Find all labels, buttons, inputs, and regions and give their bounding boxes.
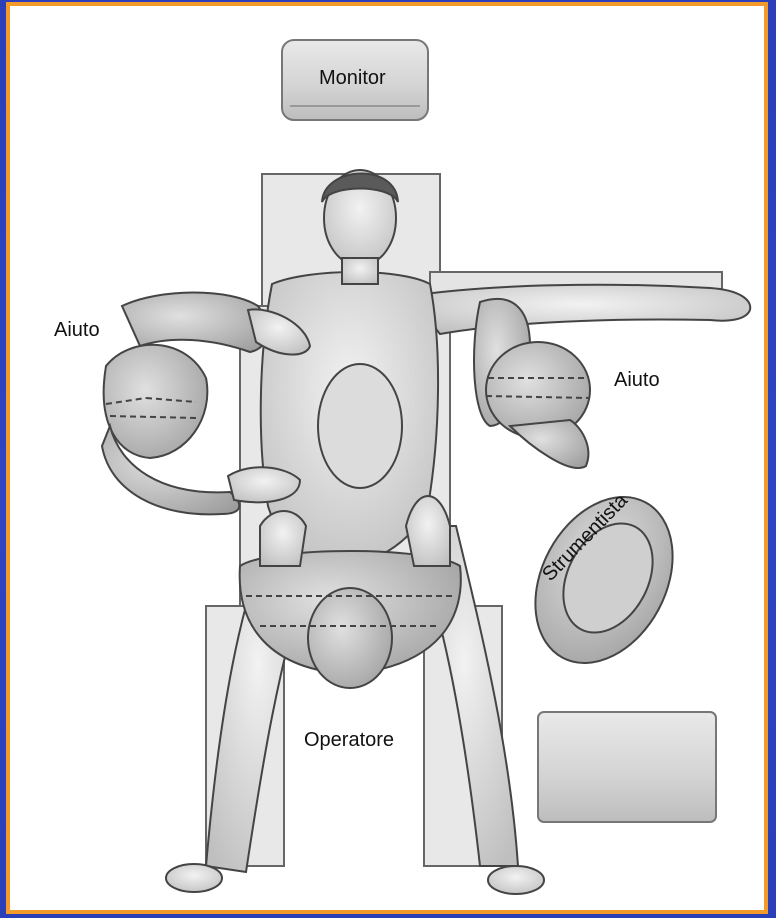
monitor-label: Monitor — [319, 68, 386, 88]
assistant-right-label: Aiuto — [614, 370, 660, 390]
operating-room-sketch — [10, 6, 764, 910]
surgeon-label: Operatore — [304, 730, 394, 750]
instrument-table — [538, 712, 716, 822]
figure-panel: Monitor Aiuto Aiuto Strumentista Operato… — [6, 2, 768, 914]
assistant-left-label: Aiuto — [54, 320, 100, 340]
